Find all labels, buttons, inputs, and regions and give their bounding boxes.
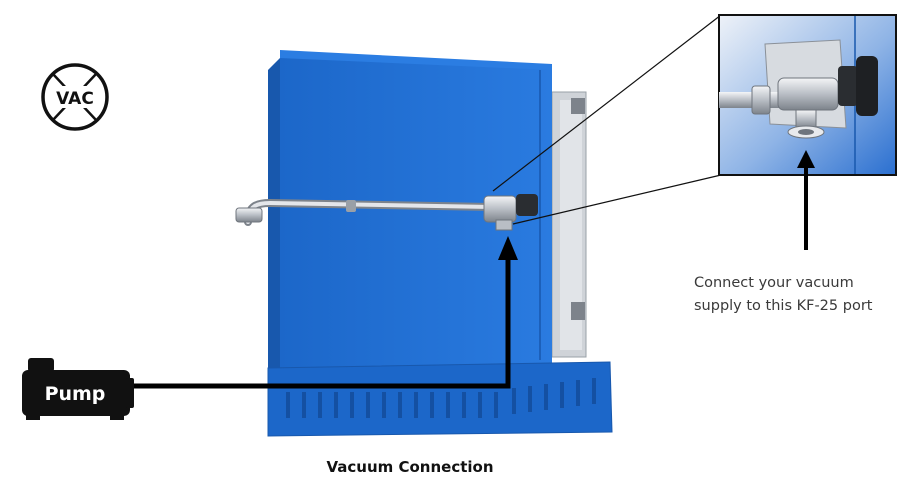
zoom-leader-lines [492, 14, 722, 225]
callout-text: Connect your vacuum supply to this KF-25… [694, 272, 909, 318]
oven-front [280, 58, 552, 395]
callout-line-1: Connect your vacuum [694, 275, 854, 291]
oven-base [267, 361, 613, 437]
pump-icon: Pump [22, 358, 134, 420]
callout-line-2: supply to this KF-25 port [694, 298, 873, 314]
vacuum-line [134, 236, 518, 389]
oven [267, 50, 613, 437]
vac-badge-label: VAC [56, 89, 94, 109]
callout-arrow [797, 150, 815, 250]
vac-badge-icon: VAC [41, 63, 109, 131]
vacuum-pipe [235, 198, 496, 226]
oven-side-panel [551, 91, 587, 358]
zoom-inset [718, 14, 897, 176]
diagram-caption: Vacuum Connection [326, 458, 494, 476]
pump-label: Pump [45, 383, 106, 405]
kf25-port-icon [483, 194, 538, 231]
